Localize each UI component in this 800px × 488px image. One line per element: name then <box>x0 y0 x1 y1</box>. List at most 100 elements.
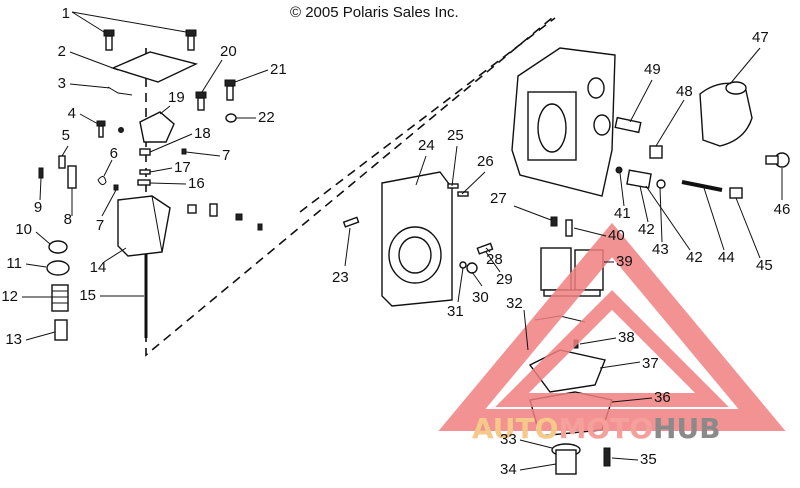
leader-line <box>729 47 761 85</box>
washer-part-30 <box>466 262 478 274</box>
washer-part-22 <box>225 113 237 123</box>
leader-line <box>461 171 486 195</box>
leader-line <box>71 11 187 33</box>
callout-label: 19 <box>168 89 185 106</box>
callout-label: 31 <box>447 303 464 320</box>
leader-line <box>519 439 553 449</box>
callout-label: 3 <box>58 75 66 92</box>
leader-line <box>185 151 221 157</box>
leader-line <box>619 172 625 207</box>
callout-label: 14 <box>90 259 107 276</box>
top-cap-part-47 <box>699 81 753 147</box>
dashed-divider-inner <box>299 17 556 213</box>
leader-line <box>149 167 173 173</box>
leader-line <box>659 187 663 243</box>
float-valve-part-11 <box>46 260 70 276</box>
bracket-part-19 <box>139 111 175 143</box>
leader-line <box>735 197 761 259</box>
throttle-body-plate-part-24 <box>381 171 453 307</box>
callout-label: 48 <box>676 83 693 100</box>
leader-line <box>344 227 351 267</box>
callout-label: 45 <box>756 257 773 274</box>
gasket-part-3 <box>107 86 133 96</box>
leader-line <box>599 361 641 369</box>
leader-line <box>629 79 653 123</box>
leader-line <box>471 271 483 287</box>
leader-line <box>149 133 193 153</box>
callout-label: 16 <box>188 175 205 192</box>
leader-line <box>485 251 501 273</box>
leader-line <box>71 11 105 33</box>
small-part <box>235 213 243 221</box>
callout-label: 25 <box>447 127 464 144</box>
callout-label: 33 <box>500 431 517 448</box>
leader-line <box>639 185 649 223</box>
leader-line <box>703 187 725 251</box>
screw-part-35 <box>603 447 611 467</box>
leader-line <box>149 182 187 185</box>
leader-line <box>201 59 223 93</box>
callout-label: 6 <box>110 145 118 162</box>
small-part <box>257 223 263 231</box>
leader-line <box>451 145 458 187</box>
callout-label: 7 <box>96 217 104 234</box>
carburetor-body <box>511 47 616 197</box>
pin-part-18 <box>139 148 151 156</box>
callout-label: 49 <box>644 61 661 78</box>
watermark-text: AUTOMOTOHUB <box>472 412 721 445</box>
leader-line <box>69 51 119 71</box>
spring-part-42 <box>626 169 652 189</box>
leader-line <box>103 247 127 263</box>
callout-label: 47 <box>752 29 769 46</box>
callout-label: 13 <box>5 331 22 348</box>
callout-label: 23 <box>332 269 349 286</box>
callout-label: 1 <box>62 5 70 22</box>
leader-line <box>611 397 653 403</box>
callout-label: 41 <box>614 205 631 222</box>
pin-part-40 <box>565 219 573 237</box>
leader-line <box>457 267 464 303</box>
screw-part-28 <box>476 242 494 255</box>
cover-plate-part-2 <box>110 51 199 83</box>
watermark-triangle-inner <box>495 290 729 407</box>
pin-part-26 <box>457 191 469 197</box>
callout-label: 35 <box>640 451 657 468</box>
screw-part-23 <box>342 216 360 228</box>
needle-part-44 <box>681 180 723 192</box>
leader-line <box>35 231 51 245</box>
washer-small <box>118 127 124 133</box>
leader-line <box>103 159 113 177</box>
needle-jet-part-8 <box>67 165 77 189</box>
callout-label: 37 <box>642 355 659 372</box>
callout-label: 9 <box>34 199 42 216</box>
screw-part-4 <box>96 120 106 138</box>
jet-part-27 <box>550 216 558 227</box>
dashed-divider <box>145 17 553 357</box>
callout-label: 12 <box>1 288 18 305</box>
leader-line <box>25 331 56 341</box>
callout-label: 26 <box>477 153 494 170</box>
callout-label: 44 <box>718 249 735 266</box>
leader-line <box>415 155 427 186</box>
callout-label: 46 <box>774 201 791 218</box>
cap-part-48 <box>649 145 663 159</box>
plunger-part-13 <box>54 319 68 341</box>
watermark <box>438 222 786 431</box>
screw-part-20 <box>195 91 207 111</box>
leader-line <box>485 247 491 253</box>
screw-part-1 <box>103 29 197 51</box>
callout-label: 18 <box>194 125 211 142</box>
watermark-triangle <box>438 222 786 431</box>
callout-label: 29 <box>496 271 513 288</box>
callout-label: 17 <box>174 159 191 176</box>
washer-part-43 <box>656 179 666 189</box>
callout-label: 36 <box>654 389 671 406</box>
leader-line <box>159 105 171 115</box>
callout-label: 42 <box>686 249 703 266</box>
float-part-14 <box>117 195 171 257</box>
callout-label: 21 <box>270 61 287 78</box>
leader-line <box>611 457 639 461</box>
pin-part-16 <box>137 179 151 186</box>
callout-label: 38 <box>618 329 635 346</box>
